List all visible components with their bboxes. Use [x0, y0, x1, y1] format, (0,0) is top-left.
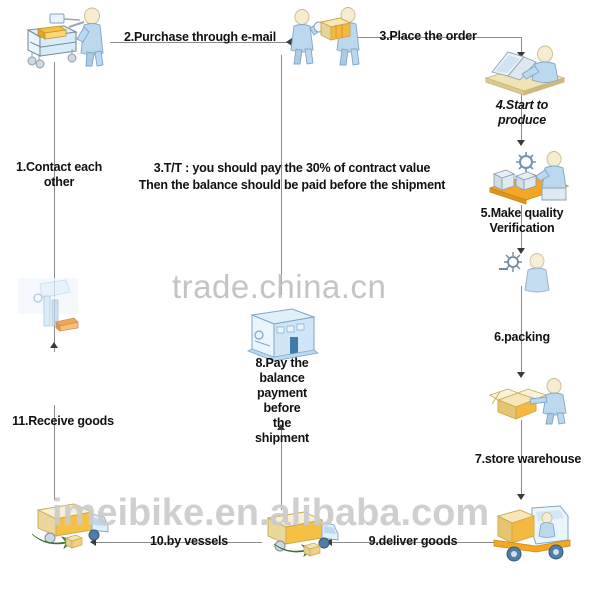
person-at-computer-icon [482, 44, 568, 98]
label-payment-terms: 3.T/T : you should pay the 30% of contra… [138, 161, 446, 192]
label-step6: 6.packing [494, 330, 550, 344]
arrow-to-step8 [277, 424, 285, 430]
connector-center-column-lower [281, 428, 282, 510]
arrow-to-step10 [90, 538, 96, 546]
arrow-to-step7 [517, 372, 525, 378]
label-step9: 9.deliver goods [368, 534, 458, 548]
connector-right-step5-step6 [521, 205, 522, 253]
warehouse-worker-box-icon [489, 378, 574, 426]
connector-step3-down [521, 37, 522, 55]
watermark-center: trade.china.cn [172, 268, 387, 305]
person-with-box-icon [318, 6, 370, 68]
truck-with-cargo-icon-left [26, 500, 110, 556]
arrow-to-step6 [517, 248, 525, 254]
connector-left-lower [54, 405, 55, 500]
packing-worker-icon [494, 252, 556, 293]
connector-left-column [54, 62, 55, 352]
connector-step9 [330, 542, 506, 543]
quality-inspection-icon [486, 148, 572, 206]
bank-building-icon [246, 305, 320, 363]
truck-with-cargo-icon [258, 508, 342, 564]
connector-step1-to-step2 [110, 42, 288, 43]
label-step1: 1.Contact each other [15, 160, 103, 189]
connector-right-step4-step5 [521, 92, 522, 144]
label-step3: 3.Place the order [379, 29, 477, 43]
arrow-to-step2 [286, 38, 292, 46]
label-step7: 7.store warehouse [474, 452, 582, 466]
label-step11: 11.Receive goods [12, 414, 114, 428]
connector-step10 [94, 542, 262, 543]
connector-center-column-upper [281, 55, 282, 295]
label-step10: 10.by vessels [149, 534, 229, 548]
arrow-to-step5 [517, 140, 525, 146]
forklift-loader-icon [490, 502, 576, 564]
connector-right-step6-step7 [521, 286, 522, 376]
arrow-to-bottom-right [517, 494, 525, 500]
receiving-person-icon [16, 278, 94, 344]
arrow-to-step4 [517, 52, 525, 58]
label-step2: 2.Purchase through e-mail [124, 30, 276, 44]
label-step8: 8.Pay the balance payment before the shi… [255, 356, 309, 445]
arrow-to-step11-receive [50, 342, 58, 348]
label-step4: 4.Start to produce [495, 98, 549, 127]
person-with-cart-icon [14, 6, 114, 69]
label-step5: 5.Make quality Verification [480, 206, 564, 235]
connector-step3-horizontal [352, 37, 522, 38]
connector-right-step7-bottom [521, 420, 522, 498]
